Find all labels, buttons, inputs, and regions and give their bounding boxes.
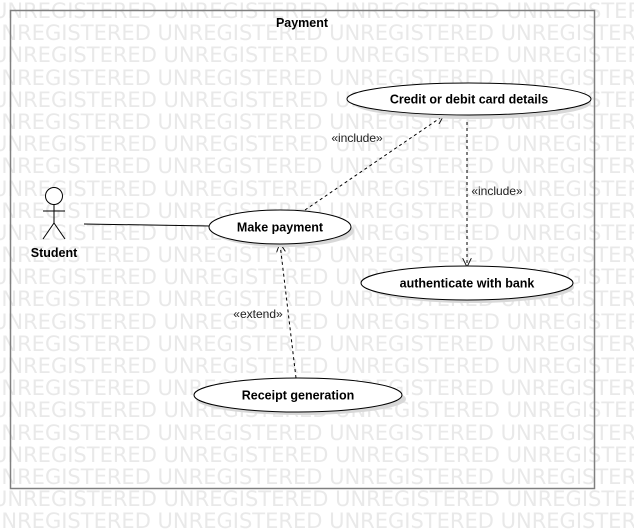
use-case-authenticate[interactable]: authenticate with bank — [360, 265, 574, 303]
watermark-line: UNREGISTERED UNREGISTERED UNREGISTERED U… — [0, 331, 634, 356]
use-case-make-payment-label: Make payment — [237, 221, 324, 235]
watermark-line: UNREGISTERED UNREGISTERED UNREGISTERED U… — [0, 509, 634, 529]
include-label-authenticate: «include» — [471, 184, 523, 198]
association-student-make-payment[interactable] — [83, 223, 211, 227]
actor-student[interactable] — [42, 187, 66, 240]
use-case-receipt-ellipse — [193, 377, 403, 413]
include-edge-card-details[interactable] — [304, 116, 443, 211]
system-boundary[interactable] — [9, 9, 596, 490]
use-case-card-details-ellipse — [346, 82, 592, 116]
use-case-receipt[interactable]: Receipt generation — [193, 377, 406, 415]
use-case-make-payment-ellipse — [208, 209, 352, 245]
watermark-line: UNREGISTERED UNREGISTERED UNREGISTERED U… — [0, 243, 634, 268]
use-case-make-payment[interactable]: Make payment — [208, 209, 354, 247]
use-case-authenticate-label: authenticate with bank — [400, 277, 535, 291]
actor-right-leg — [53, 222, 66, 240]
watermark-line: UNREGISTERED UNREGISTERED UNREGISTERED U… — [0, 43, 634, 68]
watermark-line: UNREGISTERED UNREGISTERED UNREGISTERED U… — [0, 154, 634, 179]
watermark-line: UNREGISTERED UNREGISTERED UNREGISTERED U… — [0, 176, 634, 201]
watermark-line: UNREGISTERED UNREGISTERED UNREGISTERED U… — [0, 420, 634, 445]
watermark-line: UNREGISTERED UNREGISTERED UNREGISTERED U… — [0, 487, 634, 512]
extend-label-receipt: «extend» — [233, 307, 283, 321]
use-case-receipt-label: Receipt generation — [242, 389, 355, 403]
watermark-line: UNREGISTERED UNREGISTERED UNREGISTERED U… — [0, 21, 634, 46]
watermark-line: UNREGISTERED UNREGISTERED UNREGISTERED U… — [0, 354, 634, 378]
actor-head — [45, 187, 63, 205]
use-case-authenticate-ellipse — [360, 265, 574, 301]
watermark-line: UNREGISTERED UNREGISTERED UNREGISTERED U… — [0, 464, 634, 489]
system-boundary-title: Payment — [276, 16, 329, 30]
use-case-card-details[interactable]: Credit or debit card details — [346, 82, 592, 119]
actor-label: Student — [31, 246, 78, 260]
include-label-card-details: «include» — [331, 131, 383, 145]
watermark-line: UNREGISTERED UNREGISTERED UNREGISTERED U… — [0, 309, 634, 334]
watermark-line: UNREGISTERED UNREGISTERED UNREGISTERED U… — [0, 442, 634, 467]
use-case-card-details-label: Credit or debit card details — [390, 93, 548, 107]
watermark-line: UNREGISTERED UNREGISTERED UNREGISTERED U… — [0, 132, 634, 157]
watermark-line: UNREGISTERED UNREGISTERED UNREGISTERED U… — [0, 198, 634, 223]
extend-edge-receipt[interactable] — [280, 244, 297, 379]
actor-left-leg — [42, 222, 55, 240]
